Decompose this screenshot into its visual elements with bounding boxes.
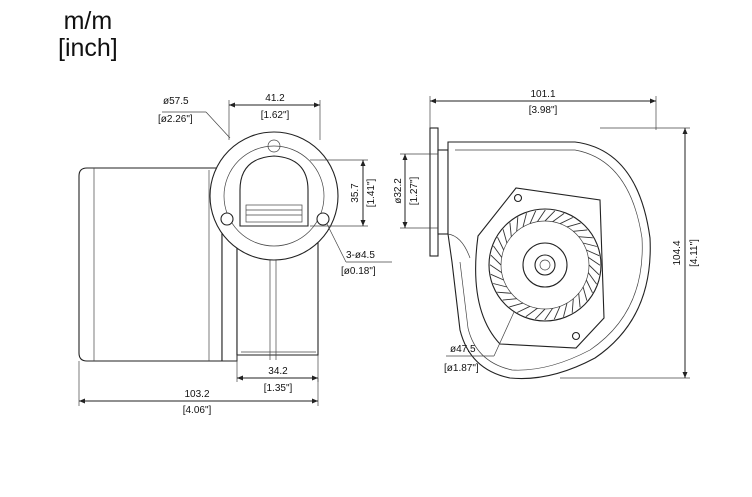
impeller-blade [516,217,519,232]
impeller-blade [588,264,600,276]
overall-width-inch: [3.98"] [529,105,558,116]
impeller-blade [497,291,512,294]
impeller-blades [489,209,601,321]
mount-hole-right [316,212,330,226]
impeller-blade [571,298,574,313]
impeller-blade [566,222,581,228]
impeller-blade [497,237,505,251]
impeller-blade [553,306,561,320]
impeller-blade [529,210,537,224]
overall-width-mm: 101.1 [530,89,555,100]
overall-depth-mm: 103.2 [184,389,209,400]
impeller-blade [578,236,593,239]
impeller-blade [493,245,503,258]
impeller-blade [489,264,502,273]
impeller-blade [502,229,508,244]
overall-height-mm: 104.4 [672,240,683,265]
impeller-blade [493,283,508,288]
motor-width-mm: 34.2 [268,366,288,377]
impeller-blade [582,242,597,247]
flange-diameter-mm: ø57.5 [163,96,189,107]
inlet-diameter-mm: ø32.2 [393,178,404,204]
mount-holes-mm: 3-ø4.5 [346,250,375,261]
impeller-blade [559,217,573,225]
mount-holes-inch: [ø0.18"] [341,266,376,277]
impeller-blade [586,249,600,257]
impeller-blade [525,307,538,317]
side-view-dimensions: 41.2 [1.62"] ø57.5 [ø2.26"] 35.7 [1.41"]… [78,93,392,416]
flange-diameter-inch: [ø2.26"] [158,114,193,125]
impeller-blade [490,254,502,266]
impeller-blade [563,302,568,317]
front-view [429,127,651,380]
motor-width-inch: [1.35"] [264,383,293,394]
impeller-blade [585,279,593,293]
impeller-blade [578,293,581,308]
outlet-width-inch: [1.62"] [261,110,290,121]
outlet-width-mm: 41.2 [265,93,285,104]
impeller-blade [552,213,565,223]
outlet-height-mm: 35.7 [350,183,361,203]
impeller-blade [588,257,601,266]
outlet-height-inch: [1.41"] [366,178,377,207]
front-view-dimensions: 101.1 [3.98"] 104.4 [4.11"] ø32.2 [1.27"… [393,89,700,379]
units-metric: m/m [63,7,113,35]
outlet-plate [429,127,439,257]
impeller-blade [522,213,527,228]
impeller-blade [582,286,588,301]
impeller-blade [544,210,556,222]
overall-height-inch: [4.11"] [689,239,700,267]
impeller-blade [544,308,553,321]
inlet-diameter-inch: [1.27"] [409,176,420,205]
motor-housing [78,167,223,362]
overall-depth-inch: [4.06"] [183,405,212,416]
impeller-blade [502,298,517,301]
impeller-blade [509,222,512,237]
units-label: m/m [inch] [58,8,118,62]
side-view [78,131,339,362]
impeller-blade [534,308,546,320]
units-imperial: [inch] [58,34,118,62]
impeller-blade [509,302,524,308]
outlet-opening [239,155,309,227]
impeller-blade [490,273,504,281]
mount-hole-left [220,212,234,226]
impeller-diameter-inch: [ø1.87"] [444,363,479,374]
impeller-diameter-mm: ø47.5 [450,344,476,355]
impeller-blade [517,305,531,313]
impeller-blade [587,272,597,285]
impeller-blade [573,229,588,232]
impeller-blade [537,209,546,222]
